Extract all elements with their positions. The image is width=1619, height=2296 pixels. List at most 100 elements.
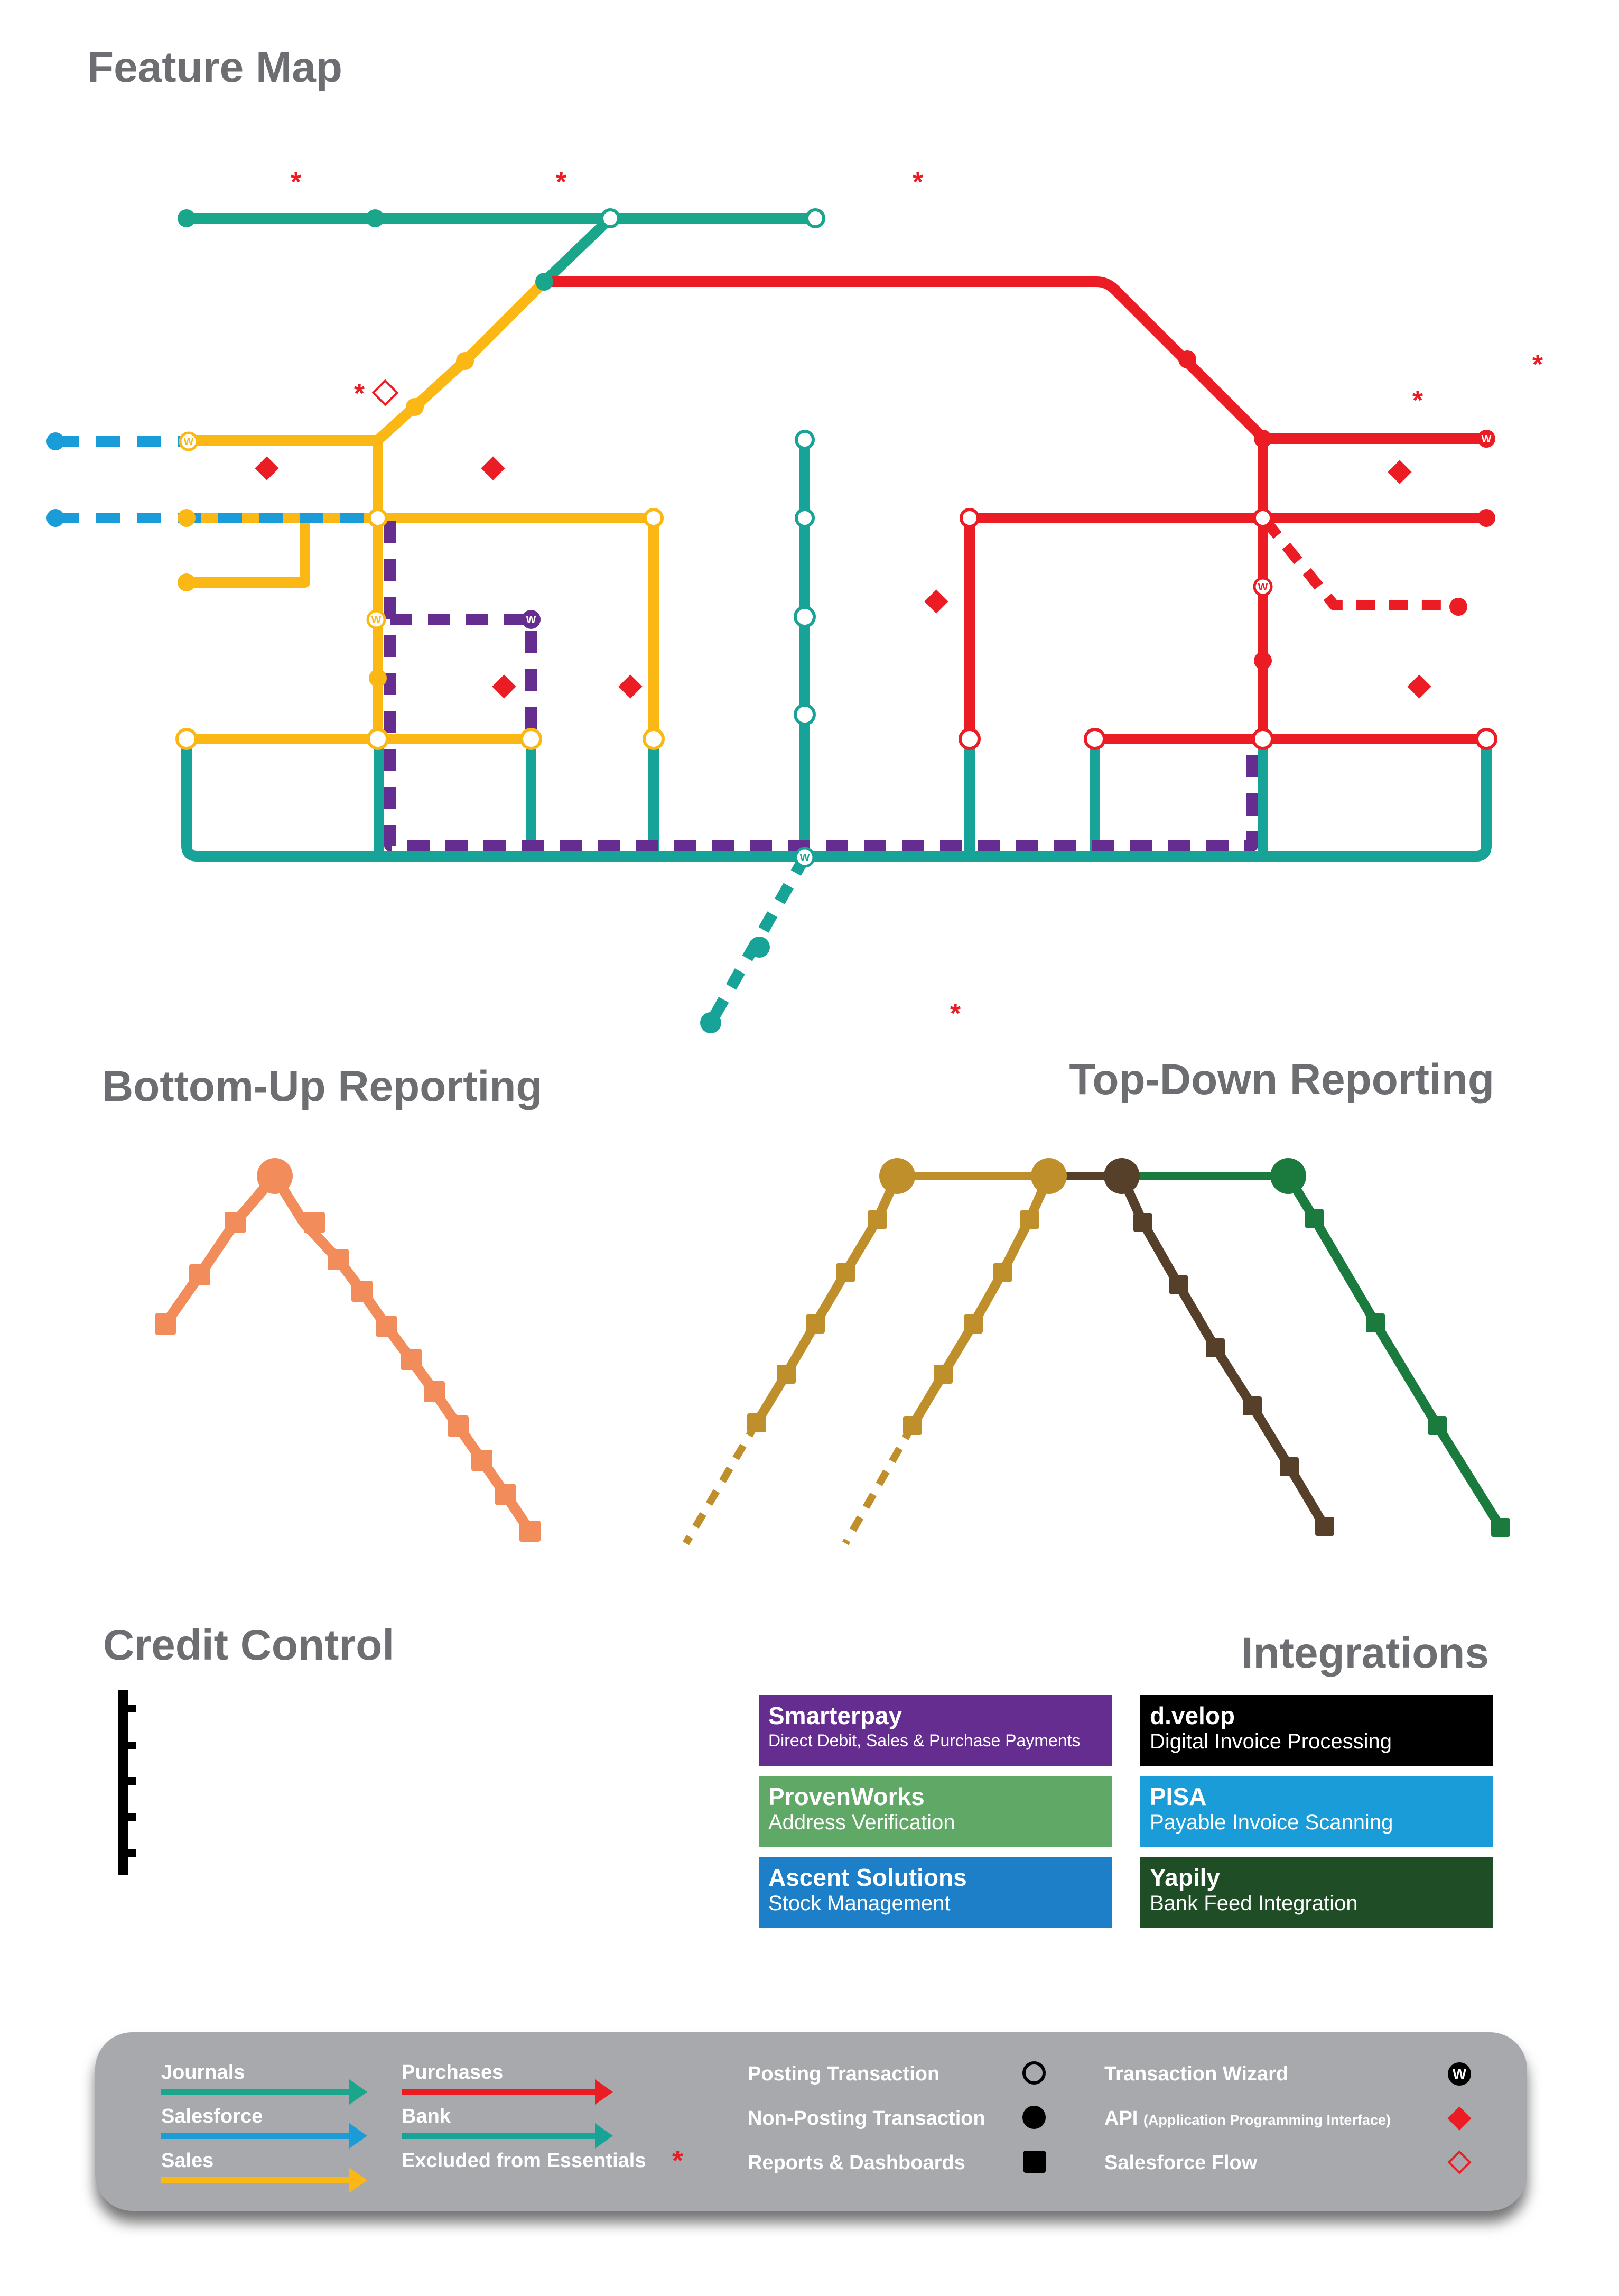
- legend-bank-label: Bank: [402, 2105, 451, 2127]
- asterisk-icon: *: [950, 998, 961, 1029]
- report-square-icon: [495, 1484, 516, 1505]
- report-square-icon: [1491, 1518, 1510, 1537]
- report-square-icon: [328, 1249, 349, 1270]
- salesforce-flow-icon: [371, 379, 399, 406]
- station-non-posting: [46, 432, 64, 450]
- station-posting: [1253, 508, 1273, 528]
- purchases-dotted-branch: [1261, 517, 1458, 610]
- svg-text:W: W: [800, 852, 810, 864]
- legend-purchases-label: Purchases: [402, 2061, 504, 2084]
- report-square-icon: [424, 1381, 445, 1402]
- legend-bank-arrow: [402, 2123, 613, 2149]
- report-square-icon: [401, 1349, 422, 1370]
- svg-text:W: W: [371, 614, 382, 626]
- legend-wizard-label: Transaction Wizard: [1104, 2063, 1289, 2085]
- report-square-icon: [903, 1416, 922, 1435]
- salesforce-line: [55, 436, 378, 523]
- report-square-icon: [777, 1365, 796, 1384]
- station-non-posting: [178, 509, 196, 527]
- station-posting: [1252, 728, 1274, 750]
- station-non-posting: [456, 352, 474, 370]
- report-square-icon: [1020, 1210, 1039, 1229]
- open-circle-icon: [1022, 2061, 1046, 2085]
- station-non-posting: [366, 209, 384, 227]
- report-square-icon: [351, 1281, 373, 1302]
- wizard-icon: W: [522, 610, 541, 629]
- station-non-posting: [700, 1012, 721, 1033]
- api-diamond-icon: [924, 589, 948, 614]
- legend-non-posting-label: Non-Posting Transaction: [748, 2107, 985, 2130]
- heading-top-down: Top-Down Reporting: [1069, 1056, 1494, 1104]
- integration-desc: Payable Invoice Scanning: [1150, 1811, 1393, 1834]
- integration-pisa: PISA Payable Invoice Scanning: [1140, 1776, 1493, 1847]
- report-square-icon: [1315, 1517, 1334, 1536]
- report-square-icon: [155, 1313, 176, 1335]
- station-posting: [959, 728, 981, 750]
- station-non-posting: [1270, 1158, 1306, 1194]
- station-non-posting: [879, 1158, 915, 1194]
- integration-desc: Address Verification: [768, 1811, 955, 1834]
- station-non-posting: [1477, 509, 1495, 527]
- legend-reports-label: Reports & Dashboards: [748, 2152, 965, 2174]
- report-square-icon: [448, 1415, 469, 1437]
- integration-desc: Direct Debit, Sales & Purchase Payments: [768, 1731, 1081, 1750]
- report-square-icon: [1169, 1275, 1188, 1294]
- report-square-icon: [747, 1413, 766, 1432]
- legend-api-label: API (Application Programming Interface): [1104, 2107, 1391, 2130]
- integration-desc: Digital Invoice Processing: [1150, 1730, 1392, 1753]
- report-square-icon: [934, 1365, 953, 1384]
- purchases-line: [539, 276, 1492, 744]
- wizard-icon: W: [1253, 577, 1273, 597]
- wizard-markers: W W W W W W: [179, 430, 1495, 868]
- integration-name: Ascent Solutions: [768, 1864, 967, 1891]
- report-square-icon: [519, 1521, 541, 1542]
- sales-line: [181, 276, 659, 744]
- report-square-icon: [806, 1314, 825, 1334]
- report-square-icon: [1366, 1313, 1385, 1332]
- integration-smarterpay: Smarterpay Direct Debit, Sales & Purchas…: [759, 1695, 1112, 1766]
- legend-sales-arrow: [161, 2168, 367, 2193]
- integration-dvelop: d.velop Digital Invoice Processing: [1140, 1695, 1493, 1766]
- asterisk-icon: *: [1412, 385, 1423, 416]
- report-square-icon: [304, 1212, 325, 1233]
- integration-ascent: Ascent Solutions Stock Management: [759, 1857, 1112, 1928]
- report-square-icon: [993, 1263, 1012, 1282]
- report-square-icon: [1280, 1457, 1299, 1476]
- smarterpay-line: [384, 521, 1258, 851]
- station-non-posting: [1449, 598, 1467, 616]
- bottom-up-line: [155, 1158, 541, 1542]
- svg-text:W: W: [184, 436, 194, 448]
- legend-sales-label: Sales: [161, 2150, 214, 2172]
- legend-salesforce-arrow: [161, 2123, 367, 2149]
- heading-bottom-up: Bottom-Up Reporting: [102, 1062, 543, 1110]
- report-square-icon: [1243, 1396, 1262, 1415]
- station-posting: [805, 208, 825, 228]
- integration-name: PISA: [1150, 1783, 1207, 1810]
- asterisk-icon: *: [556, 167, 567, 198]
- station-non-posting: [535, 273, 553, 291]
- excluded-asterisks: * * * * * * *: [291, 167, 1543, 1029]
- legend-journals-label: Journals: [161, 2061, 245, 2084]
- wizard-icon: W: [179, 431, 199, 451]
- svg-text:W: W: [1482, 433, 1492, 445]
- integration-name: d.velop: [1150, 1702, 1235, 1729]
- station-posting: [644, 508, 664, 528]
- api-diamond-icon: [1388, 460, 1412, 484]
- station-posting: [795, 508, 815, 528]
- report-square-icon: [471, 1450, 492, 1471]
- station-non-posting: [1254, 430, 1272, 448]
- asterisk-icon: *: [1532, 349, 1543, 380]
- report-square-icon: [189, 1264, 210, 1285]
- heading-integrations: Integrations: [1241, 1629, 1489, 1677]
- station-non-posting: [178, 209, 196, 227]
- wizard-icon: W: [794, 847, 815, 868]
- station-posting: [960, 508, 980, 528]
- integration-yapily: Yapily Bank Feed Integration: [1140, 1857, 1493, 1928]
- report-square-icon: [868, 1210, 887, 1229]
- station-non-posting: [46, 509, 64, 527]
- legend-api-text: API: [1104, 2107, 1138, 2130]
- wizard-icon: W: [1448, 2062, 1471, 2086]
- report-square-icon: [1206, 1338, 1225, 1357]
- station-posting: [175, 728, 198, 750]
- api-diamond-icon: [1407, 674, 1431, 699]
